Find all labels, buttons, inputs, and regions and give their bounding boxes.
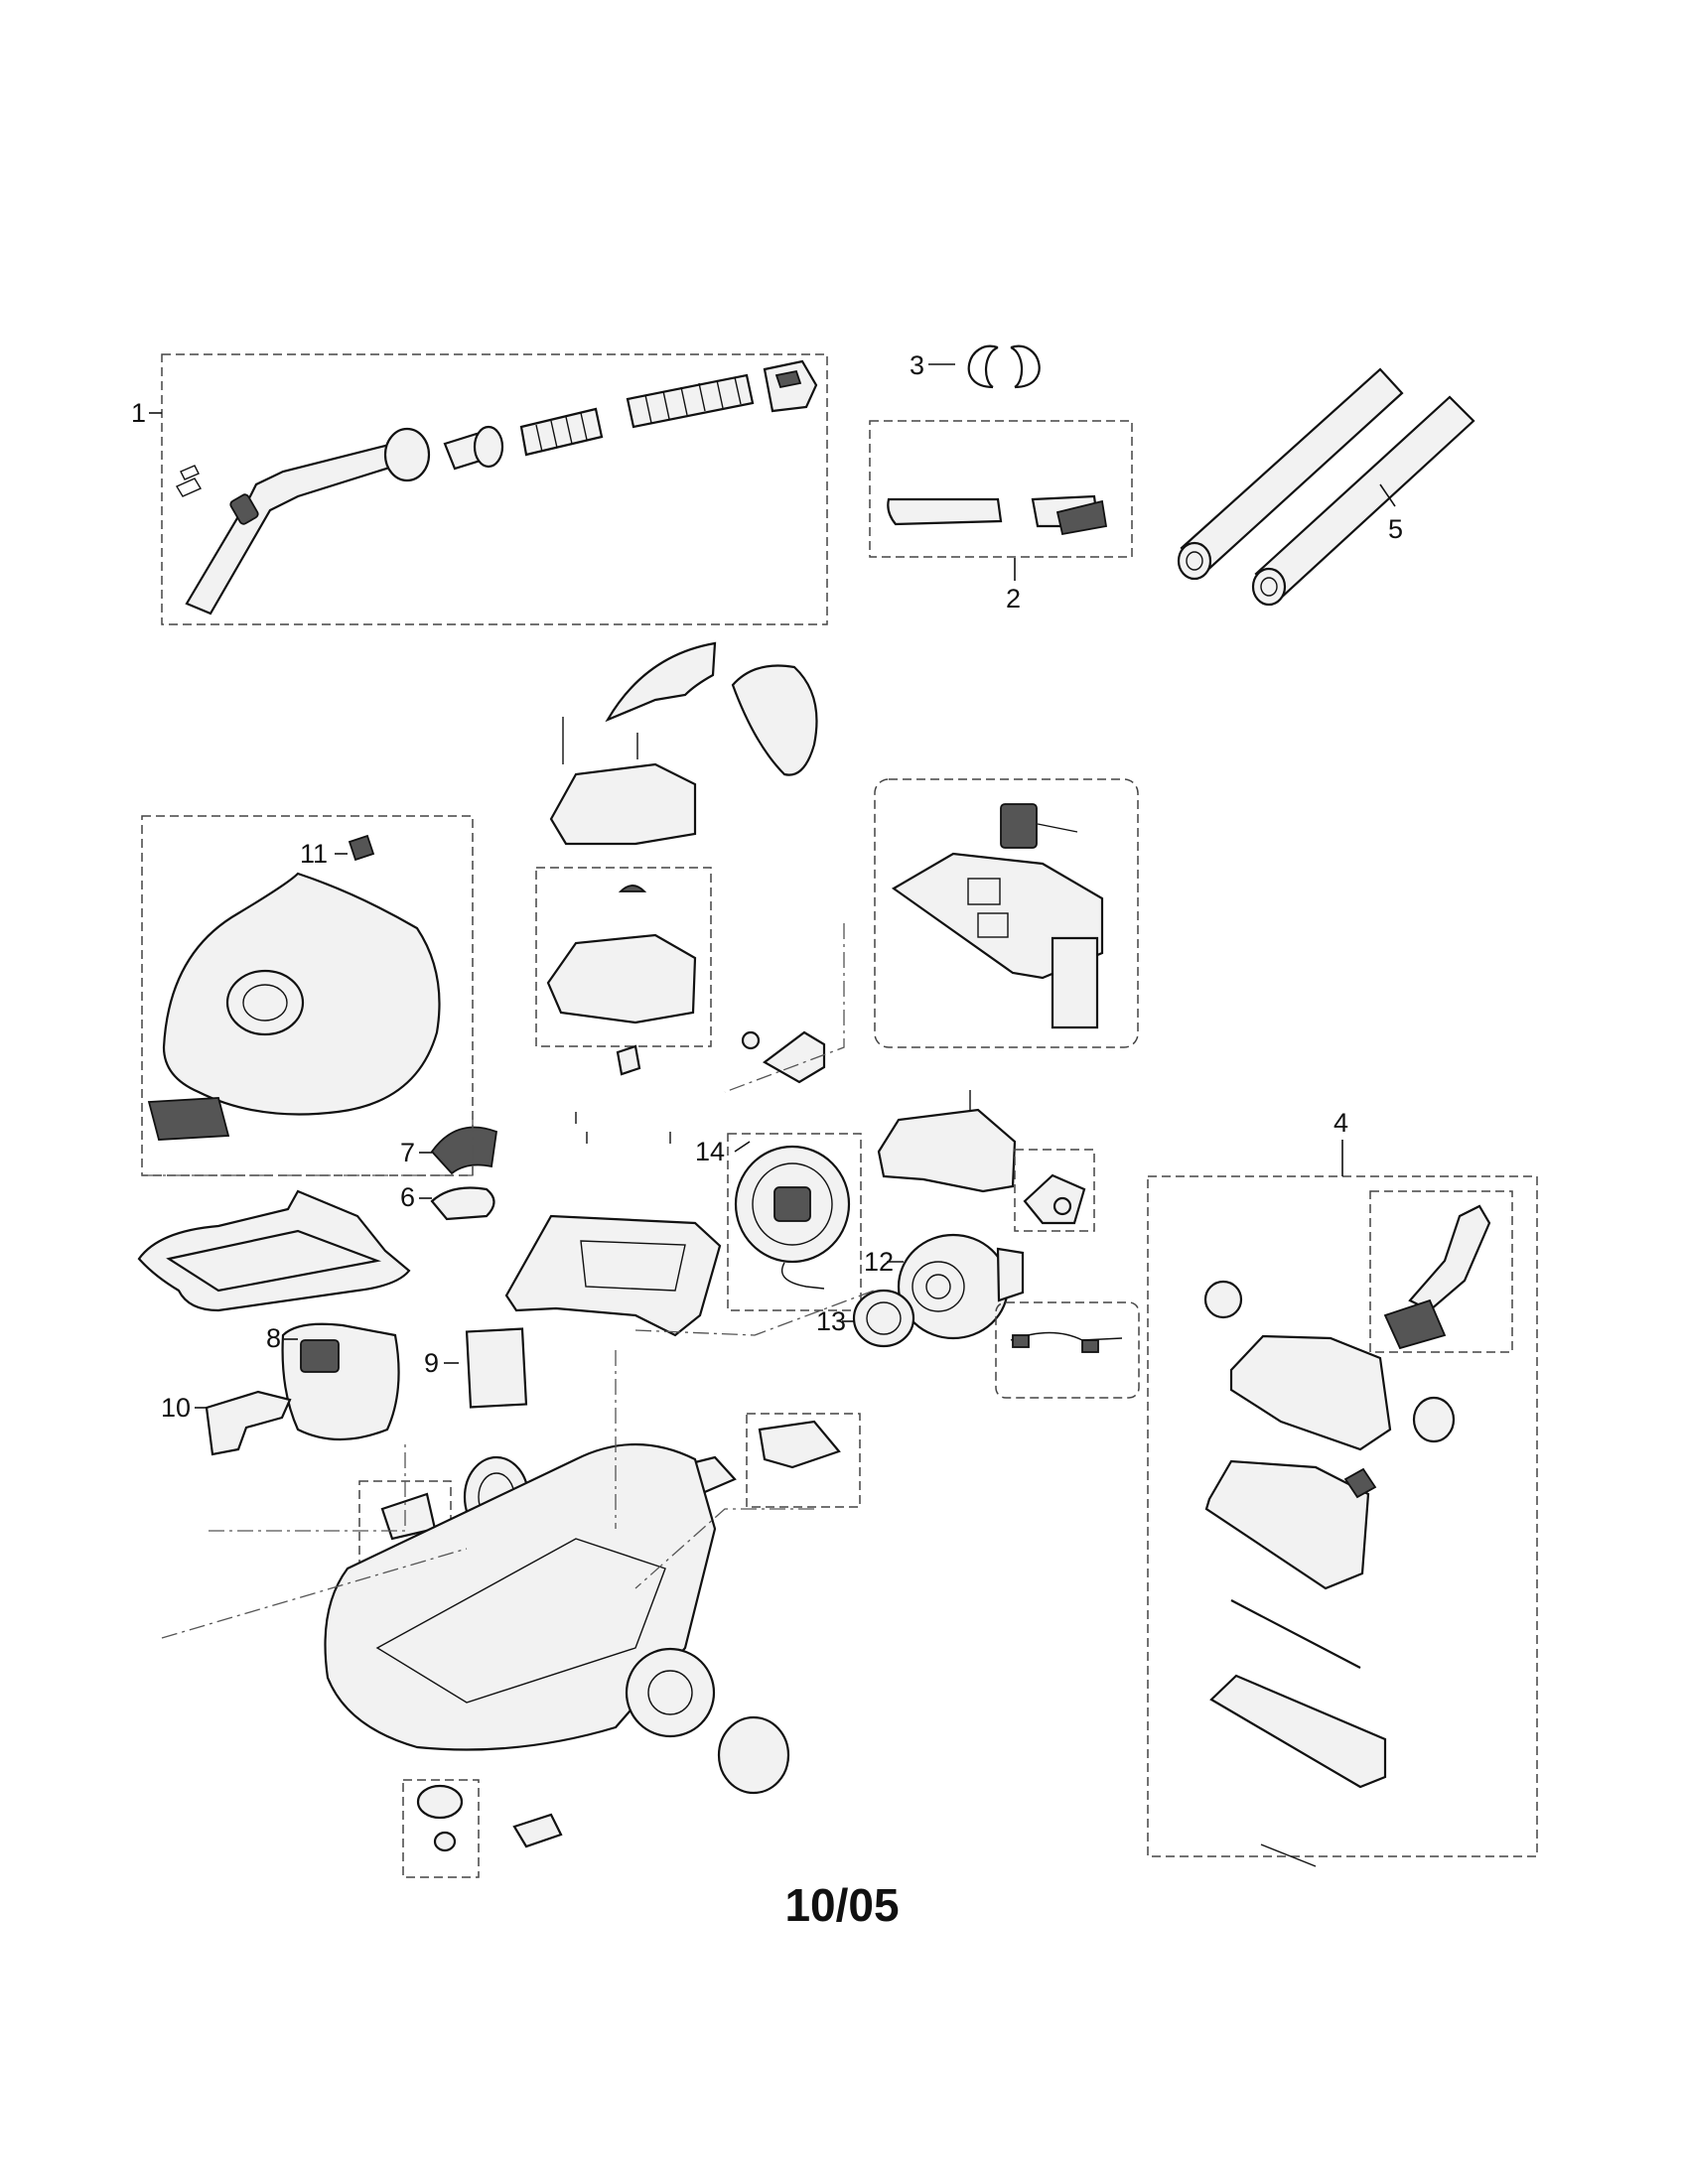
part-label-9: 9 <box>424 1348 439 1378</box>
part-label-10: 10 <box>161 1393 191 1423</box>
power-nozzle-assembly: 4 <box>1147 1108 1538 1867</box>
motor-cover <box>877 1090 1017 1193</box>
attachment-tools: 2 <box>869 420 1133 614</box>
part-label-1: 1 <box>131 398 146 428</box>
brush-part-7: 7 <box>400 1126 497 1175</box>
bag-frame <box>137 1189 411 1312</box>
part-label-11: 11 <box>300 839 328 869</box>
part-label-4: 4 <box>1333 1108 1348 1138</box>
bottom-small-parts <box>402 1779 563 1878</box>
handle-covers <box>549 641 818 846</box>
part-label-13: 13 <box>816 1306 846 1336</box>
bag-cover: 11 <box>141 815 474 1176</box>
part-label-7: 7 <box>400 1138 415 1167</box>
motor-part-12: 12 <box>864 1233 1025 1340</box>
center-clip <box>741 1030 826 1084</box>
part-label-3: 3 <box>910 350 924 380</box>
hose-clips: 3 <box>910 344 1041 389</box>
gasket-part-13: 13 <box>816 1289 915 1348</box>
filter-part-6: 6 <box>400 1182 495 1221</box>
cord-reel-part-14: 14 <box>695 1133 862 1311</box>
part-label-5: 5 <box>1388 514 1403 544</box>
part-label-6: 6 <box>400 1182 415 1212</box>
part-label-8: 8 <box>266 1323 281 1353</box>
bag-holder-part-10: 10 <box>161 1390 292 1456</box>
circuit-bracket <box>874 778 1139 1048</box>
dust-bag-part-8: 8 <box>266 1322 400 1441</box>
date-code: 10/05 <box>784 1879 900 1931</box>
latch-assembly <box>546 885 697 1076</box>
hose-assembly: 1 <box>131 353 828 625</box>
wiring-part <box>995 1301 1140 1399</box>
assembly-guide-lines <box>142 923 875 1639</box>
mount-bracket <box>1014 1149 1095 1232</box>
extension-wands: 5 <box>1177 367 1475 607</box>
part-label-14: 14 <box>695 1137 725 1166</box>
upper-body <box>504 1112 722 1337</box>
part-label-2: 2 <box>1006 584 1021 614</box>
lower-base <box>324 1442 790 1795</box>
filter-panel-part-9: 9 <box>424 1327 528 1409</box>
